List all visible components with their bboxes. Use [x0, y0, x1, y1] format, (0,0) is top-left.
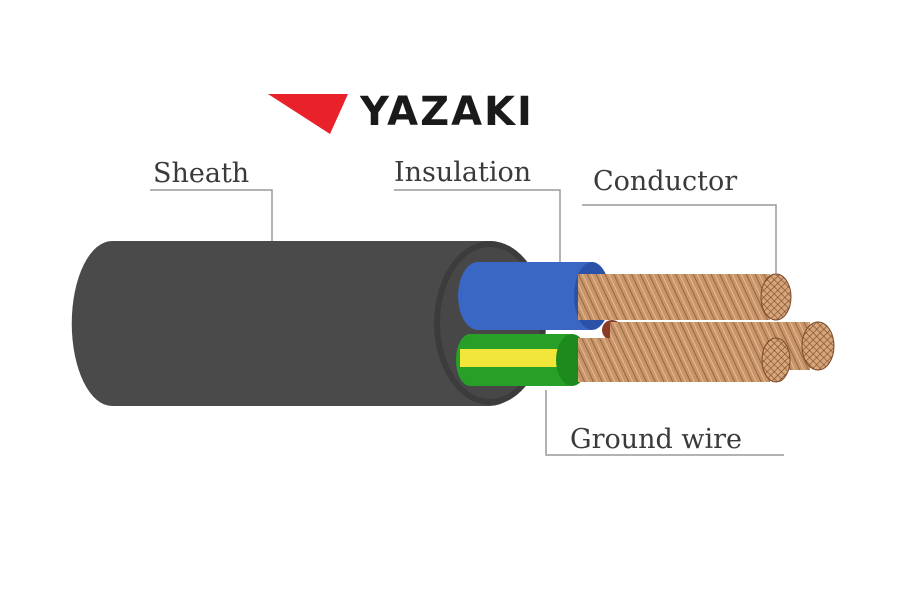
conductor-leader-line [582, 204, 777, 274]
insulation-label: Insulation [394, 157, 532, 188]
insulation-leader-line [394, 189, 561, 262]
ground-wire-core [456, 334, 588, 386]
brand-name: YAZAKI [360, 89, 534, 135]
brand-logo: YAZAKI [268, 88, 588, 138]
yazaki-logo-mark-icon [268, 94, 348, 134]
conductor-strands [578, 273, 835, 383]
ground-wire-leader-line [545, 390, 784, 456]
sheath-leader-line [150, 189, 273, 241]
ground-wire-label: Ground wire [570, 424, 743, 455]
conductor-label: Conductor [593, 166, 738, 197]
sheath-label: Sheath [153, 158, 250, 189]
leader-lines [150, 189, 784, 456]
